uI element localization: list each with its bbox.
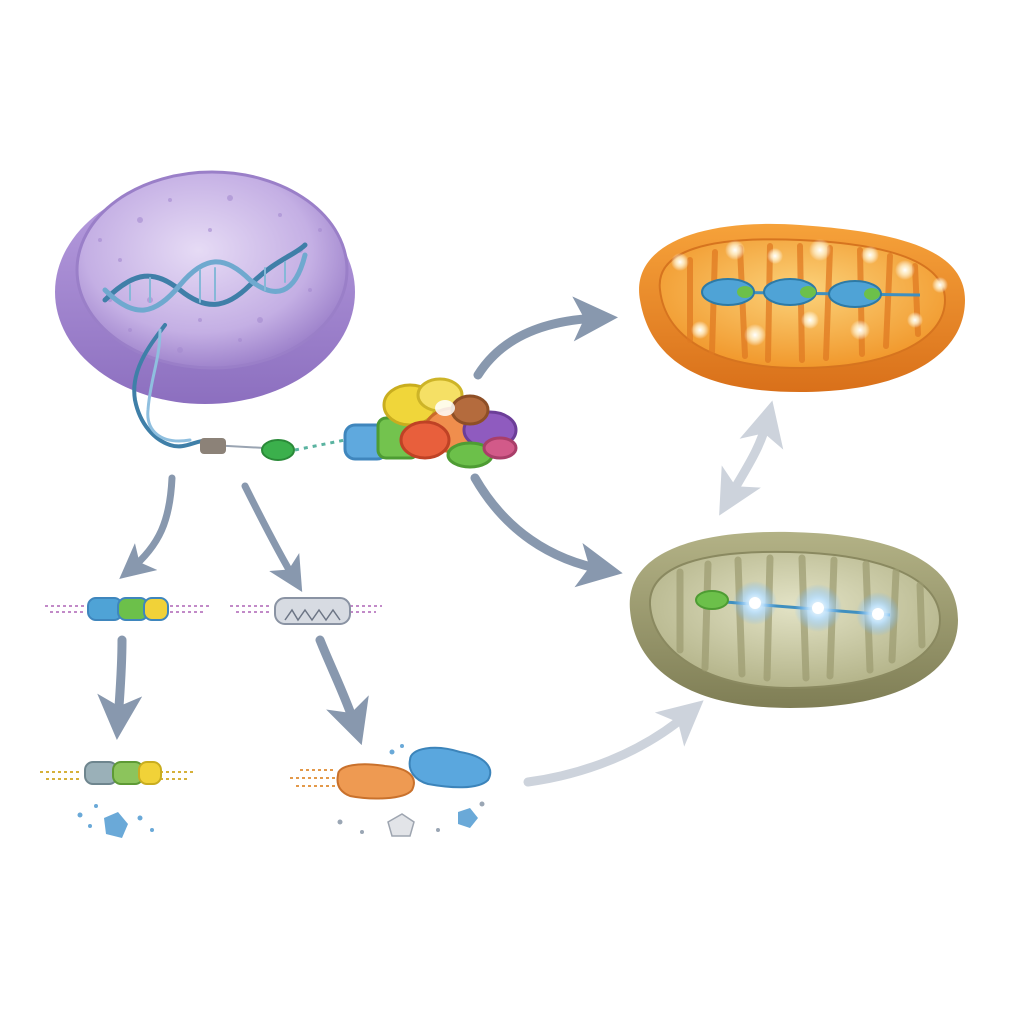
arrow-nucleus-to-intact [119,474,176,579]
arrows [97,296,784,787]
arrow-cluster-to-active-mito [473,296,618,380]
protein-cluster [343,377,518,469]
debris-fragments [337,744,485,837]
protein-chain-icon [695,581,900,636]
nucleus-speckles [98,195,322,353]
arrow-aggregated-to-inactive-mito [523,700,704,787]
arrow-cluster-to-inactive-mito [470,473,623,588]
arrow-misfolded-to-aggregated [315,635,369,746]
protein-chain-icon [701,278,921,308]
fragmented-protein-icon [84,761,162,785]
protein-aggregated [290,744,492,837]
arrow-nucleus-to-misfolded [241,482,303,593]
gray-protein-icon [274,597,351,625]
aggregate-icon [336,746,492,800]
dna-double-helix-icon [102,242,308,449]
protein-misfolded [230,597,382,625]
protein-intact [45,597,210,621]
mitochondrion-active [639,223,965,392]
debris-fragments [77,804,154,838]
arrow-intact-to-degraded [97,635,143,740]
nucleus [55,170,355,461]
energy-sparkles-icon [671,239,948,346]
mitochondrion-inactive [629,531,958,708]
protein-degraded [40,761,195,838]
protein-chain-icon [87,597,169,621]
arrow-mito-bidirectional [719,400,784,516]
mrna-strand [200,438,346,461]
protein-cluster-icon [343,377,518,469]
